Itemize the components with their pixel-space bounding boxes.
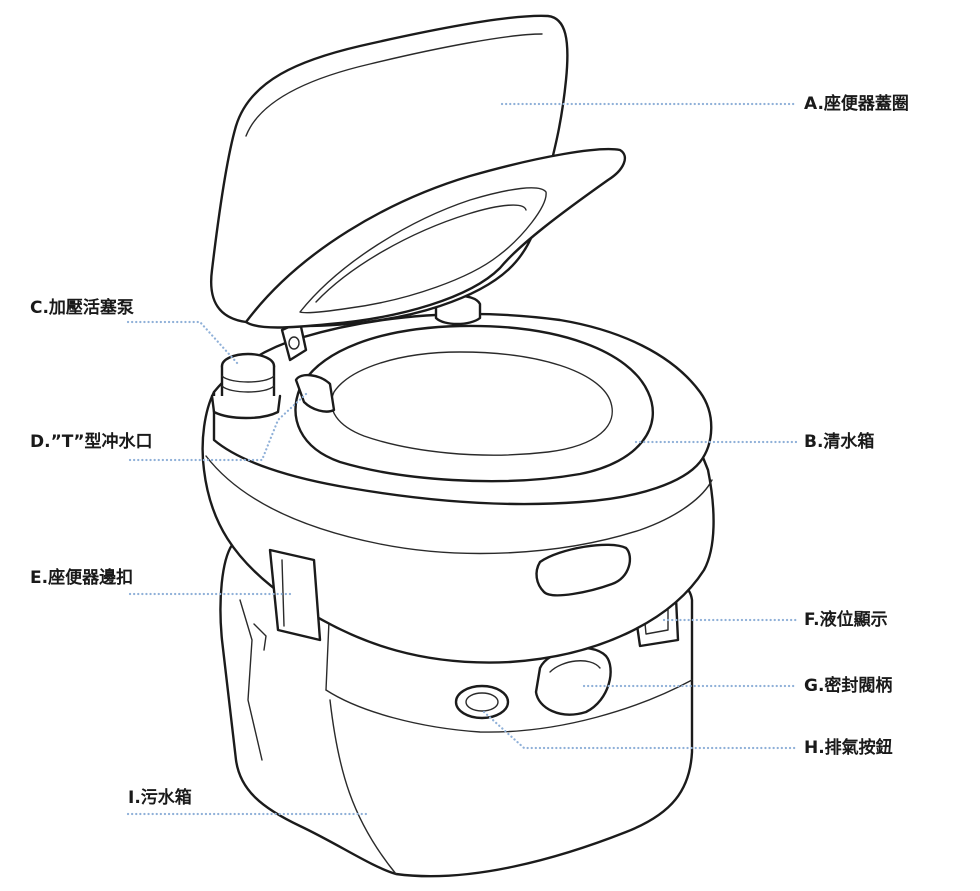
label-i-waste-tank: I.污水箱 [128,788,192,808]
toilet-seat [244,147,627,329]
leader-lines [126,102,798,816]
label-h-vent-button: H.排氣按鈕 [804,738,893,758]
leader-c [126,320,240,366]
label-g-seal-valve-handle: G.密封閥柄 [804,676,893,696]
leader-h [482,710,798,750]
label-d-t-flush-outlet: D.”T”型冲水口 [30,432,153,452]
label-e-side-latch: E.座便器邊扣 [30,568,134,588]
label-c-pressure-pump: C.加壓活塞泵 [30,298,134,318]
label-f-level-indicator: F.液位顯示 [804,610,888,630]
label-b-fresh-water-tank: B.清水箱 [804,432,875,452]
leader-d [128,392,308,462]
label-a-seat-lid: A.座便器蓋圈 [804,94,909,114]
fresh-water-tank [201,295,715,664]
